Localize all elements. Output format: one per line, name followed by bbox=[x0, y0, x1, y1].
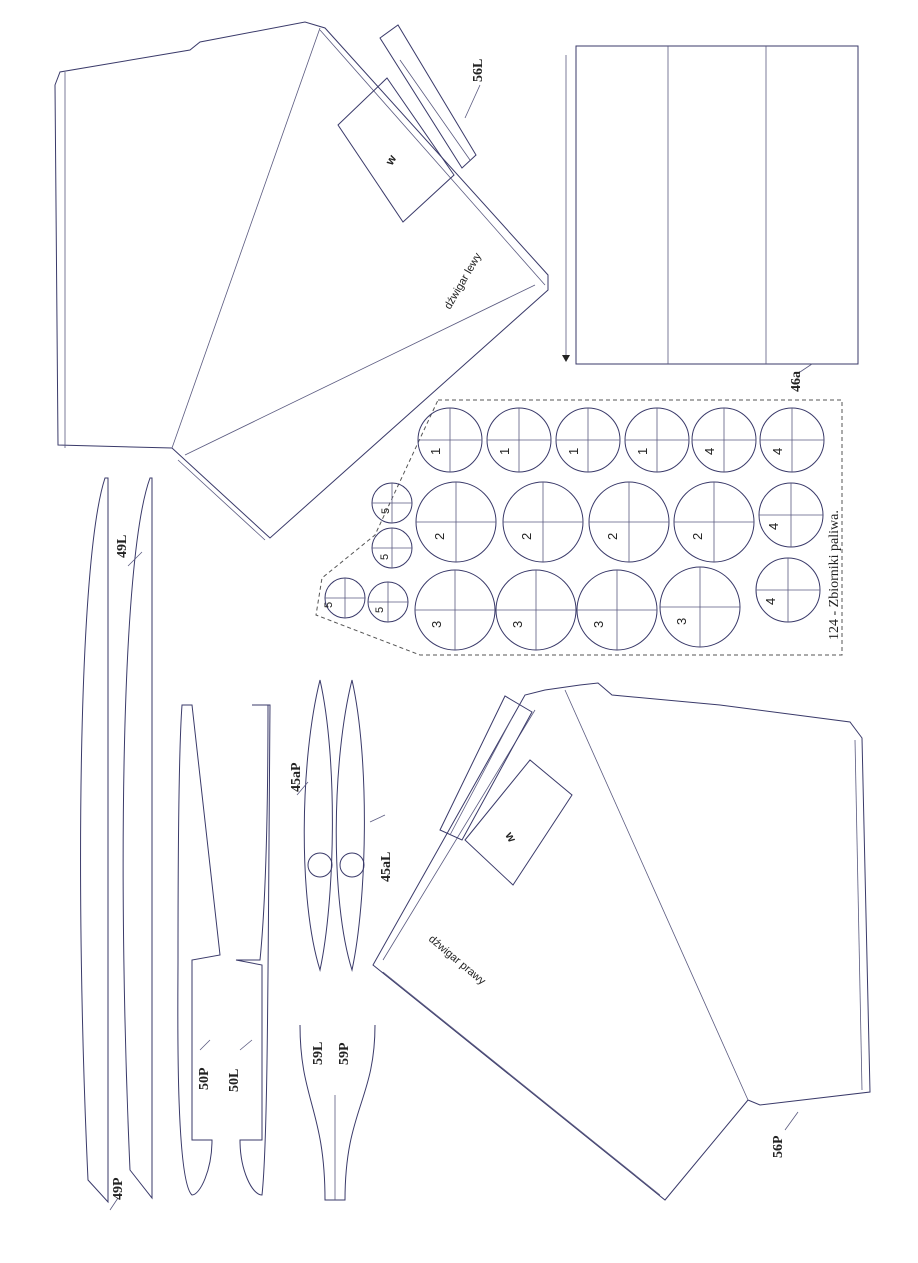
svg-text:5: 5 bbox=[374, 607, 386, 613]
svg-text:4: 4 bbox=[770, 448, 785, 455]
label-49P: 49P bbox=[111, 1177, 126, 1200]
tank-disc: 2 bbox=[502, 481, 584, 563]
spar-left-label: dźwigar lewy bbox=[442, 251, 484, 312]
tank-disc: 3 bbox=[495, 569, 577, 651]
svg-text:4: 4 bbox=[766, 523, 781, 530]
tank-row-3: 5 5 3 3 3 3 4 5 bbox=[323, 527, 821, 651]
tank-disc: 4 bbox=[755, 557, 821, 623]
label-59P: 59P bbox=[337, 1042, 352, 1065]
tank-disc: 3 bbox=[414, 569, 496, 651]
label-50P: 50P bbox=[197, 1067, 212, 1090]
svg-text:2: 2 bbox=[432, 533, 447, 540]
tank-disc: 5 bbox=[323, 577, 366, 619]
tank-row-1: 1 1 1 1 4 4 bbox=[417, 407, 825, 473]
svg-text:4: 4 bbox=[763, 598, 778, 605]
tank-disc: 4 bbox=[758, 482, 824, 548]
tank-disc: 1 bbox=[486, 407, 552, 473]
svg-text:1: 1 bbox=[497, 448, 512, 455]
mark-w-bottom: w bbox=[502, 829, 520, 846]
label-49L: 49L bbox=[115, 535, 130, 558]
tank-disc: 3 bbox=[659, 566, 741, 648]
svg-text:1: 1 bbox=[635, 448, 650, 455]
svg-text:5: 5 bbox=[379, 554, 391, 560]
wing-panel-left: w dźwigar lewy 56L bbox=[54, 21, 549, 541]
fuel-tanks-caption: 124 - Zbiorniki paliwa. bbox=[827, 510, 842, 640]
svg-text:2: 2 bbox=[519, 533, 534, 540]
tank-disc: 2 bbox=[673, 481, 755, 563]
tank-disc: 1 bbox=[417, 407, 483, 473]
svg-text:1: 1 bbox=[428, 448, 443, 455]
label-56L: 56L bbox=[471, 59, 486, 82]
tank-disc: 5 bbox=[367, 581, 409, 623]
tank-disc: 1 bbox=[624, 407, 690, 473]
tank-disc: 5 bbox=[371, 527, 413, 569]
tank-disc: 2 bbox=[588, 481, 670, 563]
svg-text:3: 3 bbox=[510, 621, 525, 628]
svg-text:4: 4 bbox=[702, 448, 717, 455]
tank-disc: 5 bbox=[371, 482, 413, 524]
label-50L: 50L bbox=[227, 1069, 242, 1092]
label-45aL: 45aL bbox=[379, 852, 394, 882]
wing-panel-right: w dźwigar prawy 56P bbox=[372, 682, 871, 1201]
tank-disc: 2 bbox=[415, 481, 497, 563]
label-45aP: 45aP bbox=[289, 762, 304, 792]
part-49: 49P 49L bbox=[80, 477, 153, 1211]
svg-text:3: 3 bbox=[429, 621, 444, 628]
label-46a: 46a bbox=[789, 371, 804, 392]
svg-text:3: 3 bbox=[674, 618, 689, 625]
tank-row-2: 5 2 2 2 2 4 bbox=[371, 481, 824, 563]
mark-w-top: w bbox=[382, 152, 400, 169]
fuel-tanks-sheet: 124 - Zbiorniki paliwa. 1 1 1 1 4 4 5 2 … bbox=[315, 399, 843, 656]
tank-disc: 3 bbox=[576, 569, 658, 651]
svg-text:3: 3 bbox=[591, 621, 606, 628]
part-45a: 45aP 45aL bbox=[289, 679, 394, 972]
part-46a: 46a bbox=[562, 45, 859, 392]
svg-text:5: 5 bbox=[323, 602, 335, 608]
spar-right-label: dźwigar prawy bbox=[426, 933, 488, 988]
part-59: 59L 59P bbox=[299, 1024, 376, 1201]
svg-text:2: 2 bbox=[690, 533, 705, 540]
svg-text:5: 5 bbox=[380, 508, 392, 514]
tank-disc: 4 bbox=[691, 407, 757, 473]
svg-text:2: 2 bbox=[605, 533, 620, 540]
svg-text:1: 1 bbox=[566, 448, 581, 455]
label-59L: 59L bbox=[311, 1042, 326, 1065]
tank-disc: 1 bbox=[555, 407, 621, 473]
tank-disc: 4 bbox=[759, 407, 825, 473]
label-56P: 56P bbox=[771, 1135, 786, 1158]
part-50: 50P 50L bbox=[177, 704, 271, 1196]
